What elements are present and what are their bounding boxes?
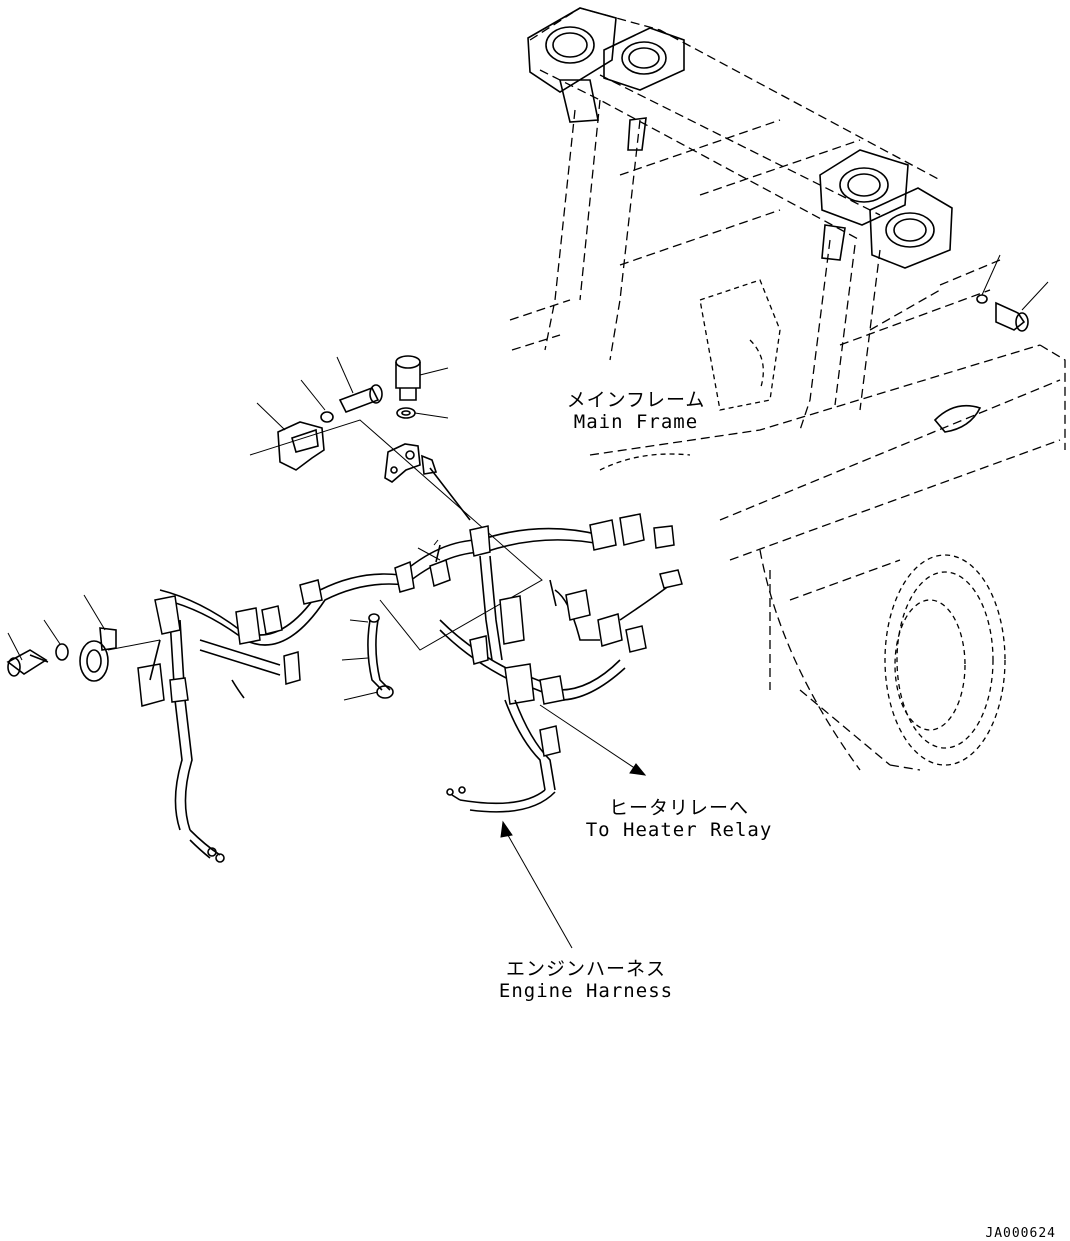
leader-washer-right (981, 254, 1001, 296)
arrow-heater-relay (629, 763, 647, 776)
horn-parts (6, 594, 161, 682)
drawing-code: JA000624 (985, 1226, 1056, 1241)
leader-heater-relay (539, 704, 646, 776)
engine-harness-label: エンジンハーネス Engine Harness (486, 958, 686, 1002)
main-frame-label-en: Main Frame (573, 411, 699, 433)
leader-engine-harness (504, 829, 573, 949)
arrow-engine-harness (500, 820, 513, 838)
heater-relay-label-jp: ヒータリレーへ (608, 797, 749, 819)
main-frame-drawing (509, 7, 1066, 771)
bracket-bolt-parts (249, 355, 543, 651)
heater-relay-label-en: To Heater Relay (585, 819, 773, 841)
main-frame-label-jp: メインフレーム (566, 389, 706, 411)
engine-harness-label-jp: エンジンハーネス (505, 958, 666, 980)
leader-bolt-right (1021, 281, 1049, 311)
main-frame-label: メインフレーム Main Frame (556, 389, 716, 433)
heater-relay-label: ヒータリレーへ To Heater Relay (574, 797, 784, 841)
harness-drawing (137, 467, 683, 863)
engine-harness-label-en: Engine Harness (498, 980, 674, 1002)
